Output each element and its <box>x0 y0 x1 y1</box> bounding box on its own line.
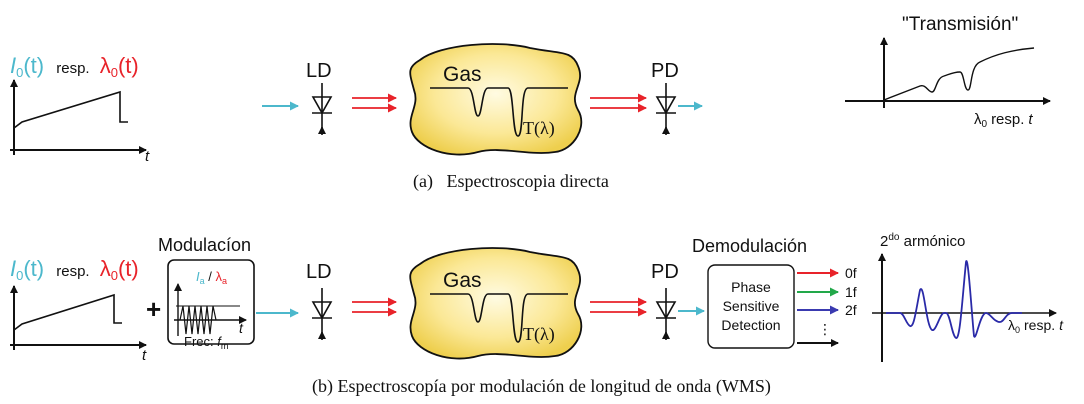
panel-a: I0(t) resp. λ0(t) t LD <box>10 14 1051 192</box>
input-ramp-plot-b: t <box>10 285 147 364</box>
svg-text:Sensitive: Sensitive <box>723 298 780 314</box>
demodulation-title: Demodulación <box>692 236 807 256</box>
gas-cell-b: Gas T(λ) <box>409 247 583 360</box>
modulation-frequency: Frec: fm <box>184 334 228 351</box>
pd-label-b: PD <box>651 261 679 283</box>
svg-text:Ia / λa: Ia / λa <box>196 269 227 286</box>
ld-label-b: LD <box>306 261 332 283</box>
photodiode-icon-b <box>655 288 677 340</box>
svg-text:t: t <box>239 320 244 336</box>
gas-cell-a: Gas T(λ) <box>409 43 583 156</box>
laser-diode-icon <box>311 83 333 135</box>
phase-sensitive-detection-box: Phase Sensitive Detection <box>707 264 795 349</box>
transmitted-beam-arrows-b <box>590 297 647 317</box>
transmission-function-label-a: T(λ) <box>523 118 555 139</box>
pd-label-a: PD <box>651 60 679 82</box>
time-axis-label-a: t <box>145 148 150 165</box>
input-ramp-plot-a: t <box>10 79 150 165</box>
caption-b: (b) Espectroscopía por modulación de lon… <box>312 376 771 397</box>
modulation-box: Ia / λa t Frec: fm <box>167 259 255 351</box>
photodiode-icon <box>655 83 677 135</box>
transmission-title: "Transmisión" <box>902 14 1018 35</box>
laser-diode-icon-b <box>311 288 333 340</box>
transmission-function-label-b: T(λ) <box>523 324 555 345</box>
laser-beam-arrows-b <box>352 297 397 317</box>
gas-label-b: Gas <box>443 269 482 292</box>
input-signal-label-b: I0(t) resp. λ0(t) <box>10 256 139 283</box>
caption-a: (a) Espectroscopia directa <box>413 171 609 192</box>
gas-label-a: Gas <box>443 63 482 86</box>
harmonic-label-0f: 0f <box>845 265 857 281</box>
panel-b: I0(t) resp. λ0(t) t + Modulacíon Ia / λa… <box>10 232 1064 397</box>
svg-text:Detection: Detection <box>721 317 780 333</box>
transmission-plot <box>845 37 1051 108</box>
second-harmonic-title: 2do armónico <box>880 232 965 250</box>
more-harmonics-dots: ⋮ <box>818 321 832 337</box>
modulation-title: Modulacíon <box>158 235 251 255</box>
transmitted-beam-arrows-a <box>590 93 647 113</box>
harmonic-label-2f: 2f <box>845 302 857 318</box>
laser-beam-arrows-a <box>352 93 397 113</box>
harmonic-outputs: 0f 1f 2f ⋮ <box>797 265 857 347</box>
harmonic-label-1f: 1f <box>845 284 857 300</box>
plus-sign: + <box>146 294 161 324</box>
second-harmonic-plot <box>872 253 1057 362</box>
input-signal-label-a: I0(t) resp. λ0(t) <box>10 53 139 80</box>
time-axis-label-b: t <box>142 347 147 364</box>
ld-label-a: LD <box>306 60 332 82</box>
svg-text:Phase: Phase <box>731 279 771 295</box>
